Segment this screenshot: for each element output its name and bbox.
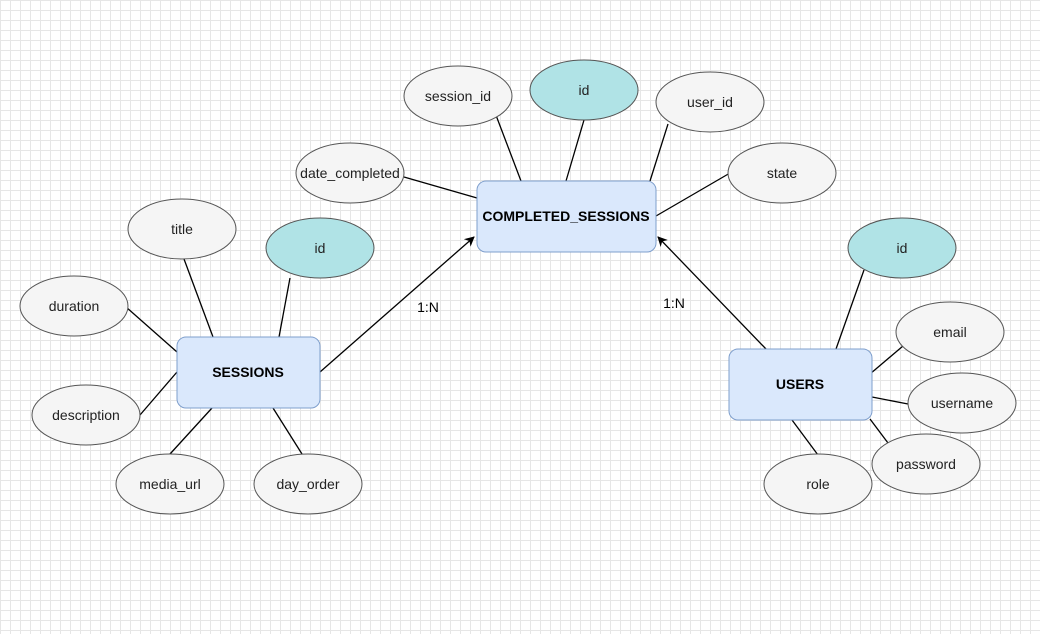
attribute-u-role[interactable]: role bbox=[763, 453, 873, 515]
edge-u-role bbox=[791, 419, 819, 456]
entity-box bbox=[728, 348, 873, 421]
edge-s-duration bbox=[125, 306, 178, 353]
attribute-shape bbox=[403, 65, 513, 127]
cardinality-label-sessions: 1:N bbox=[417, 299, 439, 315]
attribute-s-duration[interactable]: duration bbox=[19, 275, 129, 337]
attribute-label: role bbox=[806, 476, 830, 492]
cardinality-label-users: 1:N bbox=[663, 295, 685, 311]
attribute-label: title bbox=[171, 221, 193, 237]
attribute-shape bbox=[115, 453, 225, 515]
attribute-label: id bbox=[897, 240, 908, 256]
entity-box bbox=[176, 336, 321, 409]
attribute-cs-session-id[interactable]: session_id bbox=[403, 65, 513, 127]
entity-label: USERS bbox=[776, 376, 824, 392]
attribute-u-username[interactable]: username bbox=[907, 372, 1017, 434]
relationship-sessions-completed-arrow bbox=[319, 236, 475, 373]
attribute-cs-id-key[interactable]: id bbox=[529, 59, 639, 121]
entity-box bbox=[476, 180, 657, 253]
connectors bbox=[125, 109, 909, 456]
attribute-label: id bbox=[315, 240, 326, 256]
attribute-label: date_completed bbox=[300, 165, 400, 181]
attribute-shape bbox=[295, 142, 405, 204]
key-attribute-shape bbox=[847, 217, 957, 279]
attribute-shape bbox=[763, 453, 873, 515]
entity-label: SESSIONS bbox=[212, 364, 284, 380]
entity-completed-sessions[interactable]: COMPLETED_SESSIONS bbox=[476, 180, 657, 253]
edge-s-title bbox=[183, 258, 214, 338]
edge-s-id bbox=[278, 277, 291, 338]
attribute-label: email bbox=[933, 324, 966, 340]
attribute-shape bbox=[253, 453, 363, 515]
attribute-s-description[interactable]: description bbox=[31, 384, 141, 446]
attribute-shape bbox=[19, 275, 129, 337]
attribute-shape bbox=[907, 372, 1017, 434]
key-attribute-shape bbox=[529, 59, 639, 121]
entity-label: COMPLETED_SESSIONS bbox=[482, 208, 649, 224]
attribute-shape bbox=[655, 71, 765, 133]
edge-u-username bbox=[871, 396, 909, 405]
attribute-label: username bbox=[931, 395, 993, 411]
attribute-shape bbox=[31, 384, 141, 446]
edge-cs-user_id bbox=[649, 123, 669, 182]
attribute-u-email[interactable]: email bbox=[895, 301, 1005, 363]
relationship-users-completed-arrow bbox=[657, 236, 767, 350]
attribute-s-title[interactable]: title bbox=[127, 198, 237, 260]
edge-u-id bbox=[835, 269, 865, 350]
attribute-label: id bbox=[579, 82, 590, 98]
attribute-shape bbox=[895, 301, 1005, 363]
edge-cs-date_completed bbox=[403, 176, 478, 199]
attribute-cs-date-completed[interactable]: date_completed bbox=[295, 142, 405, 204]
attribute-s-day-order[interactable]: day_order bbox=[253, 453, 363, 515]
edge-cs-session_id bbox=[493, 109, 522, 182]
edge-s-description bbox=[139, 371, 178, 416]
attribute-shape bbox=[871, 433, 981, 495]
attribute-u-id-key[interactable]: id bbox=[847, 217, 957, 279]
attribute-label: session_id bbox=[425, 88, 491, 104]
attribute-shape bbox=[727, 142, 837, 204]
edge-cs-state bbox=[655, 172, 731, 217]
attribute-label: state bbox=[767, 165, 798, 181]
attribute-u-password[interactable]: password bbox=[871, 433, 981, 495]
attribute-label: description bbox=[52, 407, 120, 423]
attribute-s-id-key[interactable]: id bbox=[265, 217, 375, 279]
attribute-label: day_order bbox=[276, 476, 339, 492]
key-attribute-shape bbox=[265, 217, 375, 279]
attribute-cs-user-id[interactable]: user_id bbox=[655, 71, 765, 133]
entity-users[interactable]: USERS bbox=[728, 348, 873, 421]
entity-sessions[interactable]: SESSIONS bbox=[176, 336, 321, 409]
edge-s-day_order bbox=[272, 407, 303, 455]
edge-u-password bbox=[869, 418, 889, 444]
attribute-label: password bbox=[896, 456, 956, 472]
attribute-shape bbox=[127, 198, 237, 260]
edge-cs-id bbox=[565, 119, 585, 182]
attribute-label: duration bbox=[49, 298, 100, 314]
attribute-cs-state[interactable]: state bbox=[727, 142, 837, 204]
attribute-label: media_url bbox=[139, 476, 200, 492]
edge-u-email bbox=[869, 345, 904, 375]
attribute-label: user_id bbox=[687, 94, 733, 110]
attribute-s-media-url[interactable]: media_url bbox=[115, 453, 225, 515]
edge-s-media_url bbox=[169, 407, 213, 455]
